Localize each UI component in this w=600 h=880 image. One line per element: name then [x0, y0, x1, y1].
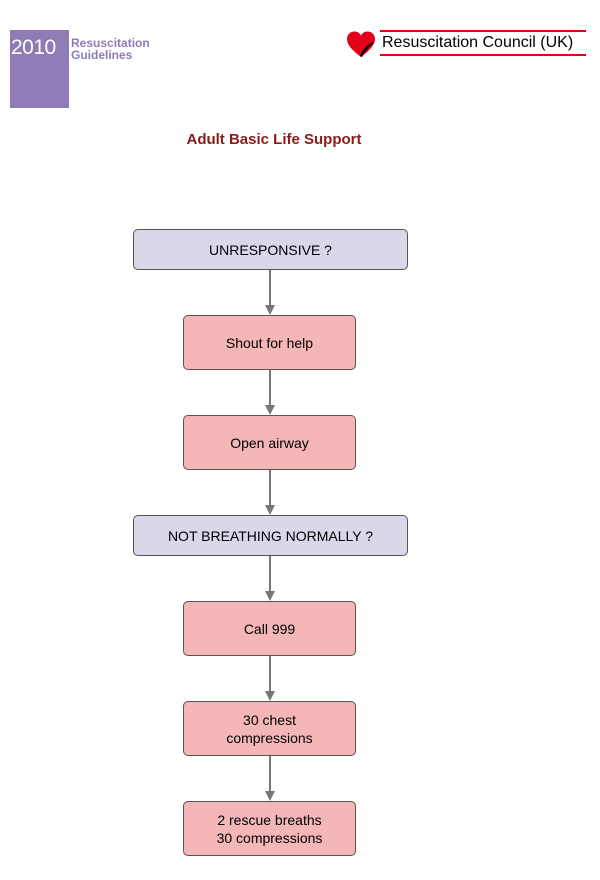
step-rescue-breaths: 2 rescue breaths 30 compressions	[183, 801, 356, 856]
guidelines-line-1: Resuscitation	[71, 36, 150, 50]
step-unresponsive: UNRESPONSIVE ?	[133, 229, 408, 270]
logo-rule-top	[380, 30, 586, 32]
step-call-999: Call 999	[183, 601, 356, 656]
heart-logo-icon	[347, 31, 375, 57]
resuscitation-council-logo: Resuscitation Council (UK)	[346, 30, 586, 60]
step-label: 2 rescue breaths 30 compressions	[216, 811, 323, 846]
step-label: 30 chest compressions	[226, 711, 313, 746]
badge-year: 2010	[11, 36, 56, 59]
step-label: NOT BREATHING NORMALLY ?	[167, 527, 374, 544]
step-label: UNRESPONSIVE ?	[209, 241, 332, 258]
step-label: Open airway	[230, 434, 309, 451]
logo-rule-bottom	[380, 54, 586, 56]
step-not-breathing: NOT BREATHING NORMALLY ?	[133, 515, 408, 556]
guidelines-badge	[10, 30, 69, 108]
guidelines-label: Resuscitation Guidelines	[71, 37, 150, 61]
step-open-airway: Open airway	[183, 415, 356, 470]
step-label: Call 999	[243, 620, 296, 637]
step-shout-for-help: Shout for help	[183, 315, 356, 370]
step-label: Shout for help	[225, 334, 314, 351]
council-name: Resuscitation Council (UK)	[382, 34, 574, 51]
step-chest-compressions: 30 chest compressions	[183, 701, 356, 756]
guidelines-line-2: Guidelines	[71, 48, 133, 62]
page-title: Adult Basic Life Support	[186, 131, 362, 148]
